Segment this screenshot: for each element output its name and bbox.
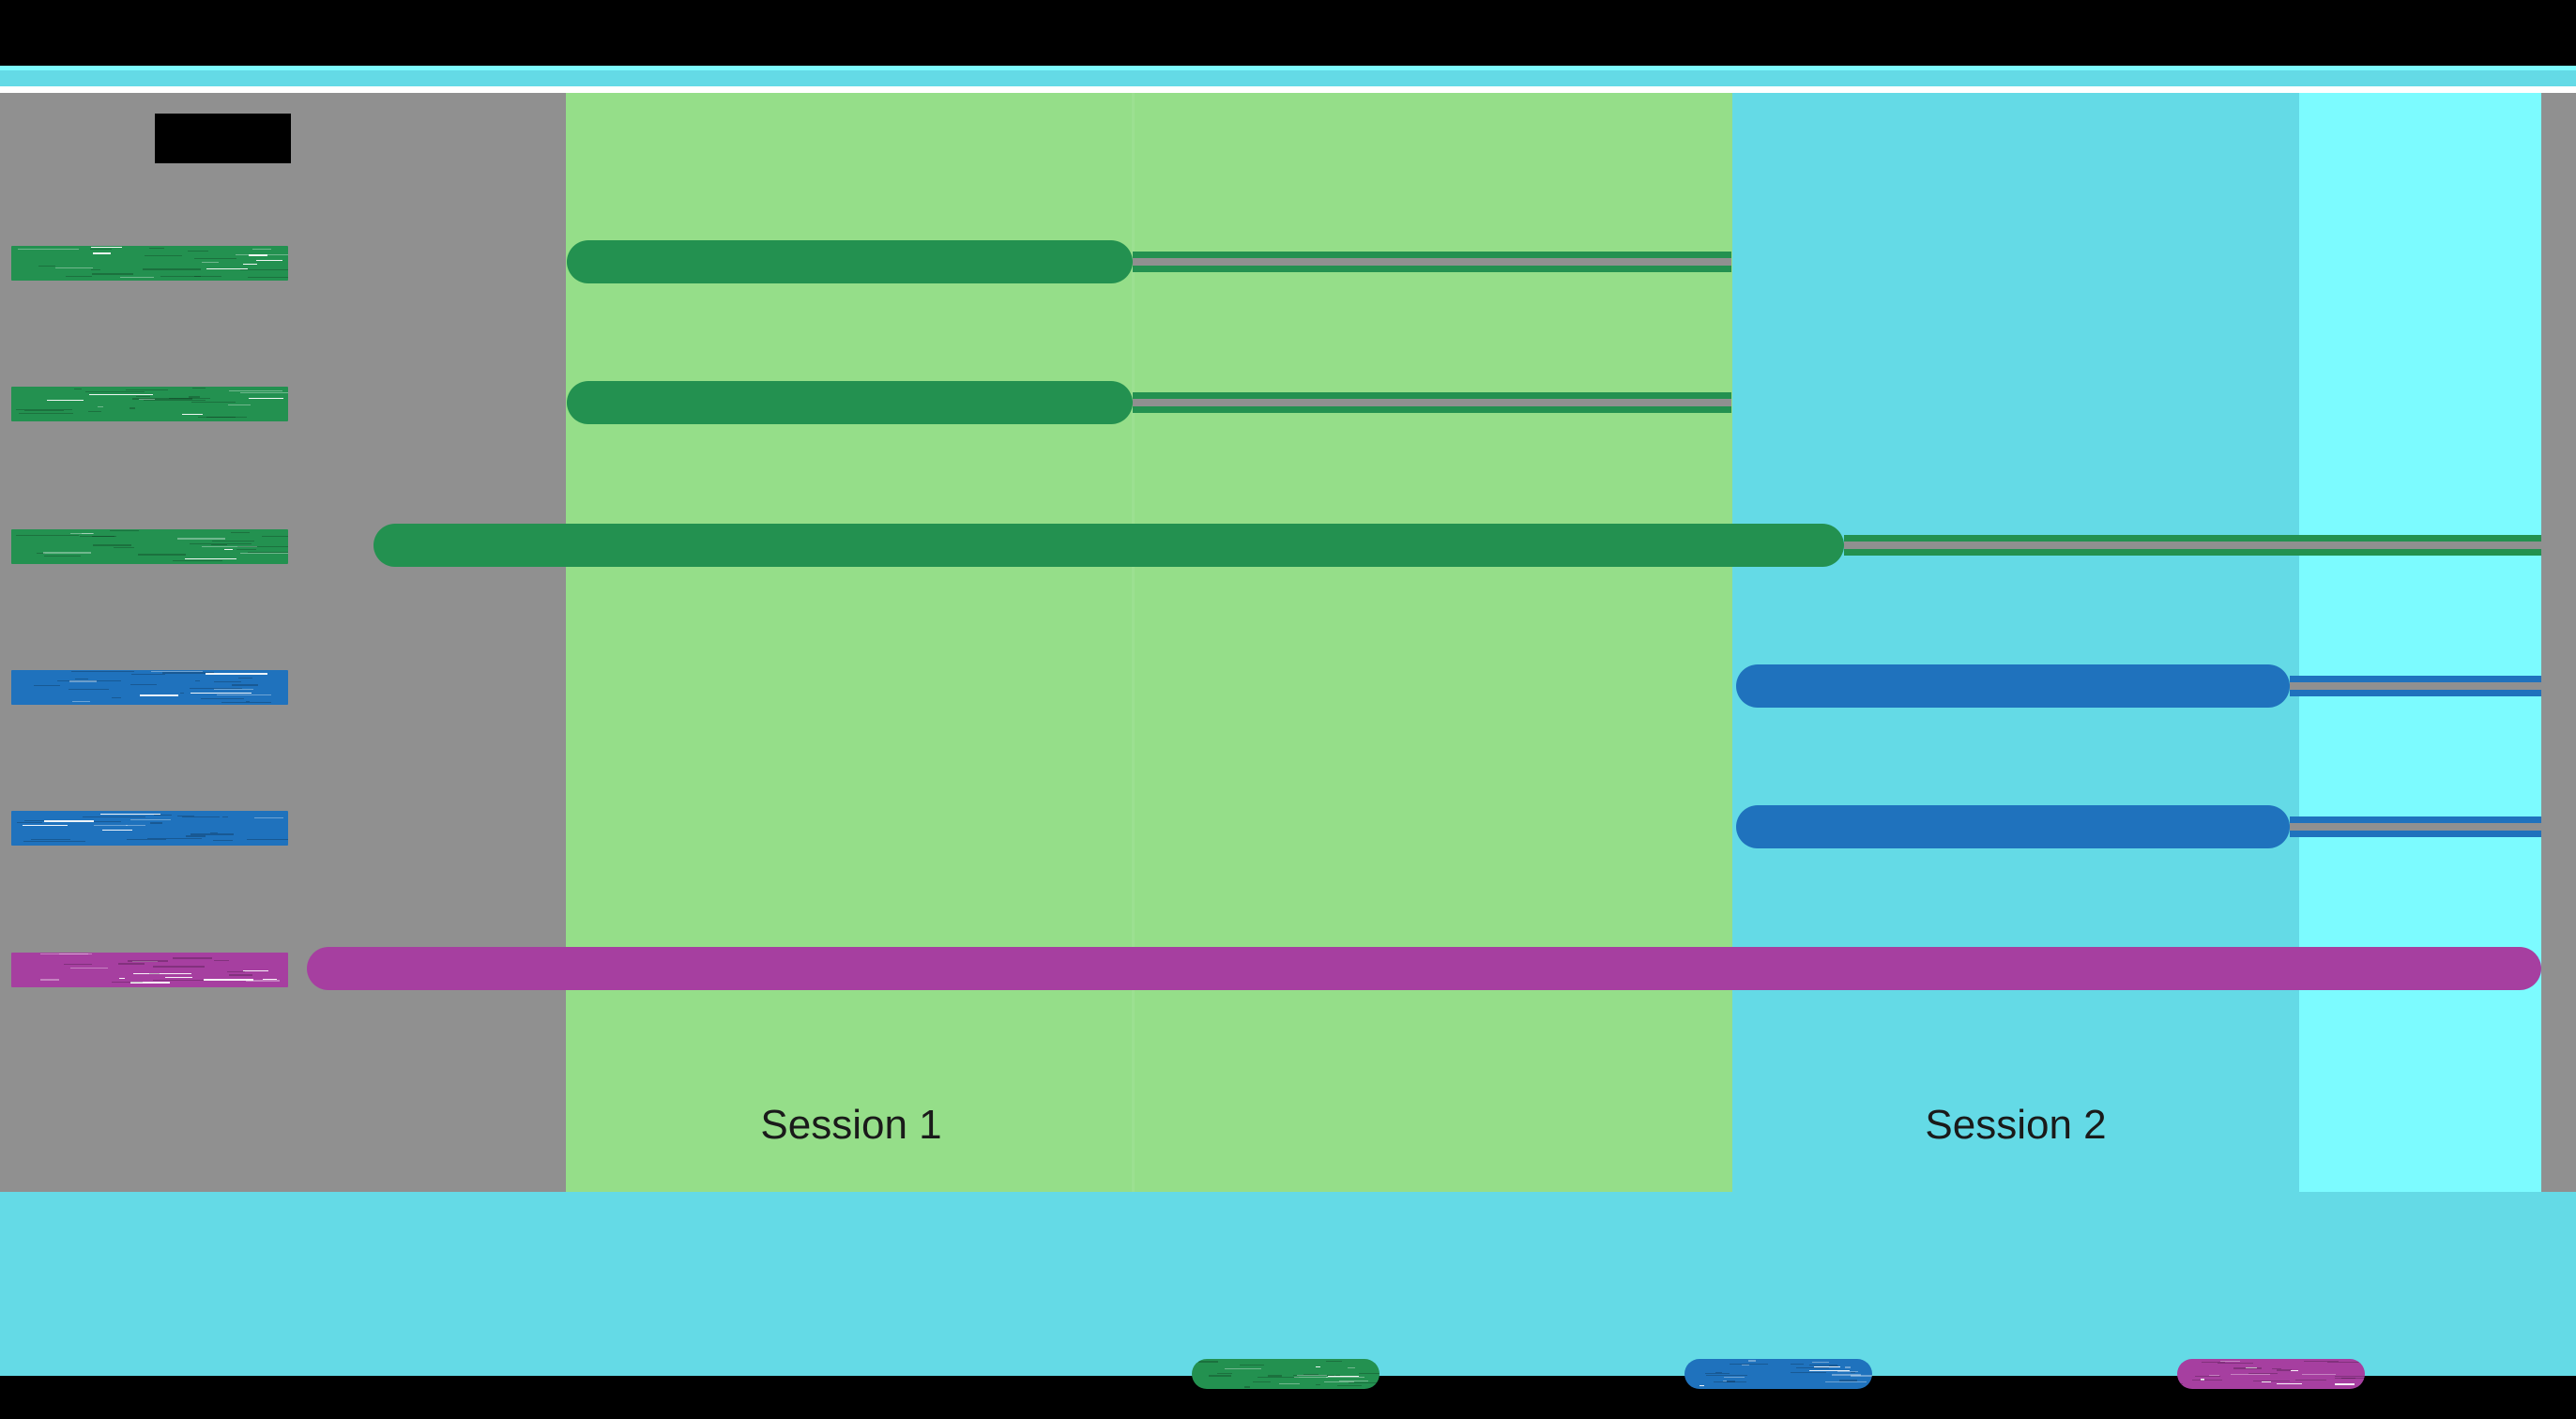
row-tail-line — [1133, 392, 1731, 413]
gantt-bar-row-3[interactable] — [373, 524, 1844, 567]
row-tail-core — [2290, 682, 2541, 690]
row-label-redacted-row-2 — [11, 387, 288, 421]
top-accent-strip — [0, 66, 2576, 86]
row-tail-core — [1844, 542, 2541, 549]
session-band-divider — [1132, 93, 1135, 1192]
legend-blue-swatch — [1684, 1359, 1872, 1389]
chart-legend — [0, 1359, 2576, 1419]
row-tail-core — [2290, 823, 2541, 831]
legend-magenta-swatch — [2177, 1359, 2365, 1389]
legend-item-1[interactable] — [1192, 1359, 1436, 1393]
top-accent-strip-bright — [0, 66, 2576, 70]
row-tail-line — [2290, 816, 2541, 837]
session-band-overflow — [2299, 93, 2541, 1192]
legend-green-swatch — [1192, 1359, 1379, 1389]
row-tail-line — [2290, 676, 2541, 696]
session-label-1: Session 1 — [760, 1102, 942, 1148]
row-label-redacted-row-1 — [11, 246, 288, 281]
footer-band — [0, 1192, 2576, 1376]
gantt-bar-row-2[interactable] — [567, 381, 1133, 424]
row-label-redacted-row-6 — [11, 953, 288, 987]
gantt-bar-row-6[interactable] — [307, 947, 2541, 990]
gantt-bar-row-4[interactable] — [1736, 664, 2290, 708]
row-tail-line — [1844, 535, 2541, 556]
row-label-redacted-row-3 — [11, 529, 288, 564]
chart-title-redacted — [155, 114, 291, 163]
row-label-redacted-row-5 — [11, 811, 288, 846]
plot-area: Session 1 Session 2 — [0, 93, 2576, 1192]
legend-item-3[interactable] — [2177, 1359, 2421, 1393]
top-white-rule — [0, 86, 2576, 93]
gantt-bar-row-5[interactable] — [1736, 805, 2290, 848]
legend-item-2[interactable] — [1684, 1359, 1928, 1393]
row-tail-core — [1133, 399, 1731, 406]
gantt-bar-row-1[interactable] — [567, 240, 1133, 283]
session-label-2: Session 2 — [1925, 1102, 2107, 1148]
session-band-2 — [1732, 93, 2299, 1192]
row-label-redacted-row-4 — [11, 670, 288, 705]
row-tail-core — [1133, 258, 1731, 266]
row-tail-line — [1133, 252, 1731, 272]
